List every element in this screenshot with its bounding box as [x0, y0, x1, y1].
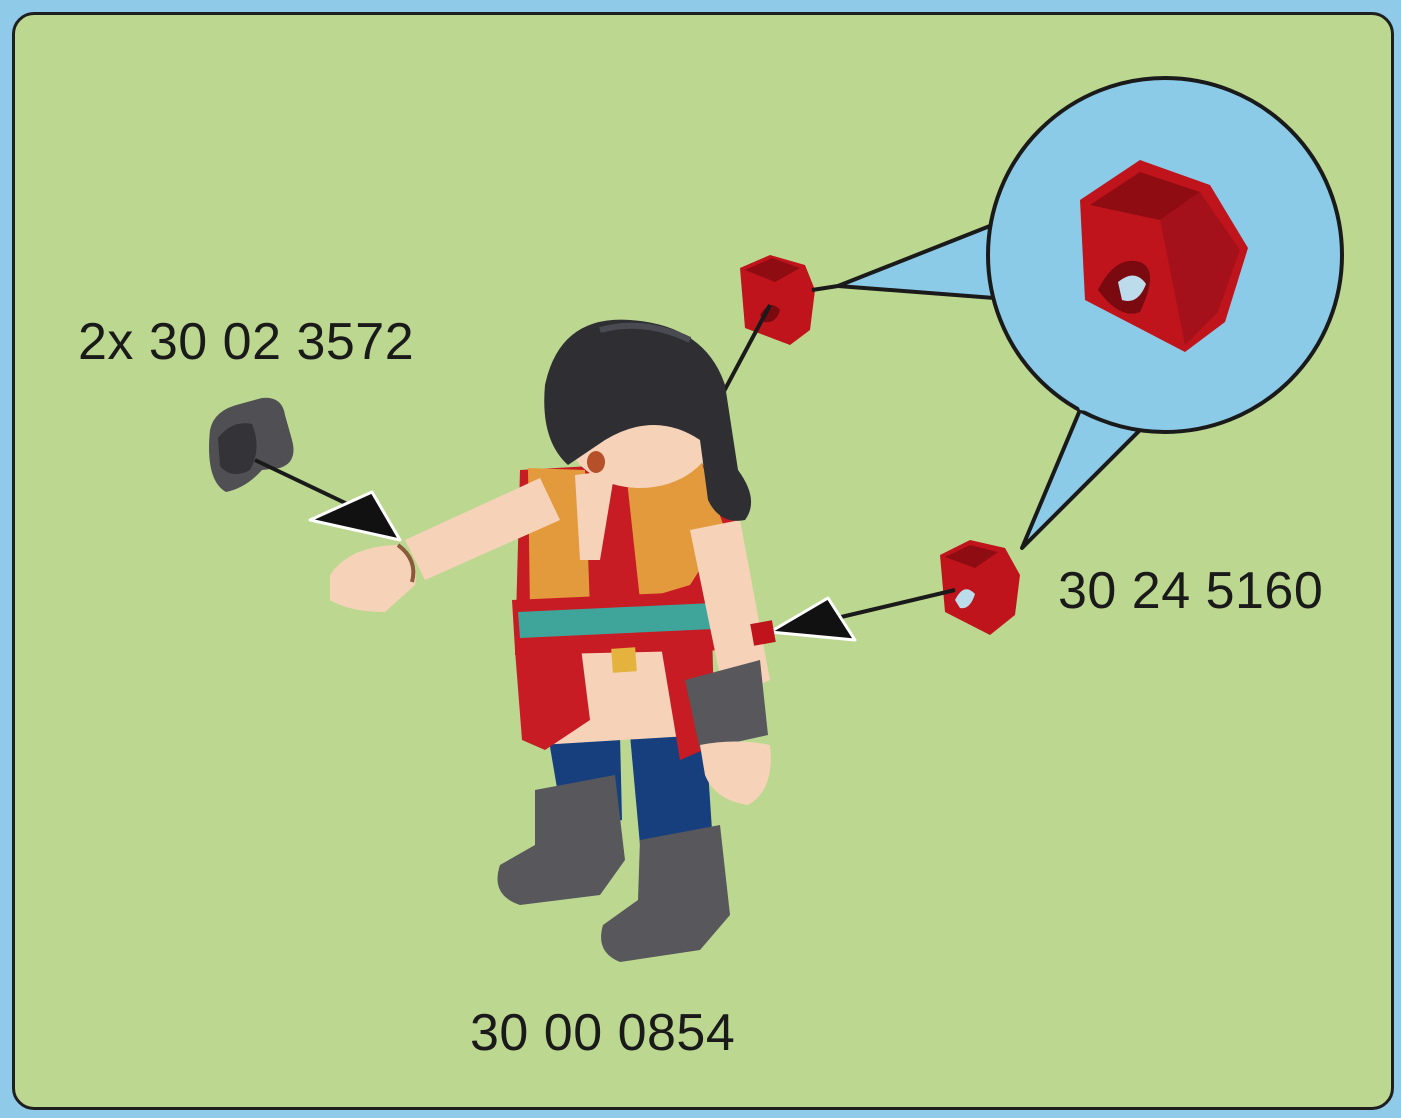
- figure-illustration: [330, 320, 776, 962]
- zoom-callout: [838, 78, 1342, 548]
- clip-top-icon: [722, 255, 838, 395]
- clip-right-icon: [940, 540, 1020, 635]
- arrow-to-belt-icon: [770, 590, 955, 640]
- figure-part-label: 30 00 0854: [470, 1003, 735, 1063]
- clip-part-label: 30 24 5160: [1058, 561, 1323, 621]
- wrist-cuff-icon: [209, 398, 293, 492]
- wrist-cuff-part-label: 2x 30 02 3572: [78, 312, 414, 372]
- arrow-to-wrist-icon: [255, 460, 400, 540]
